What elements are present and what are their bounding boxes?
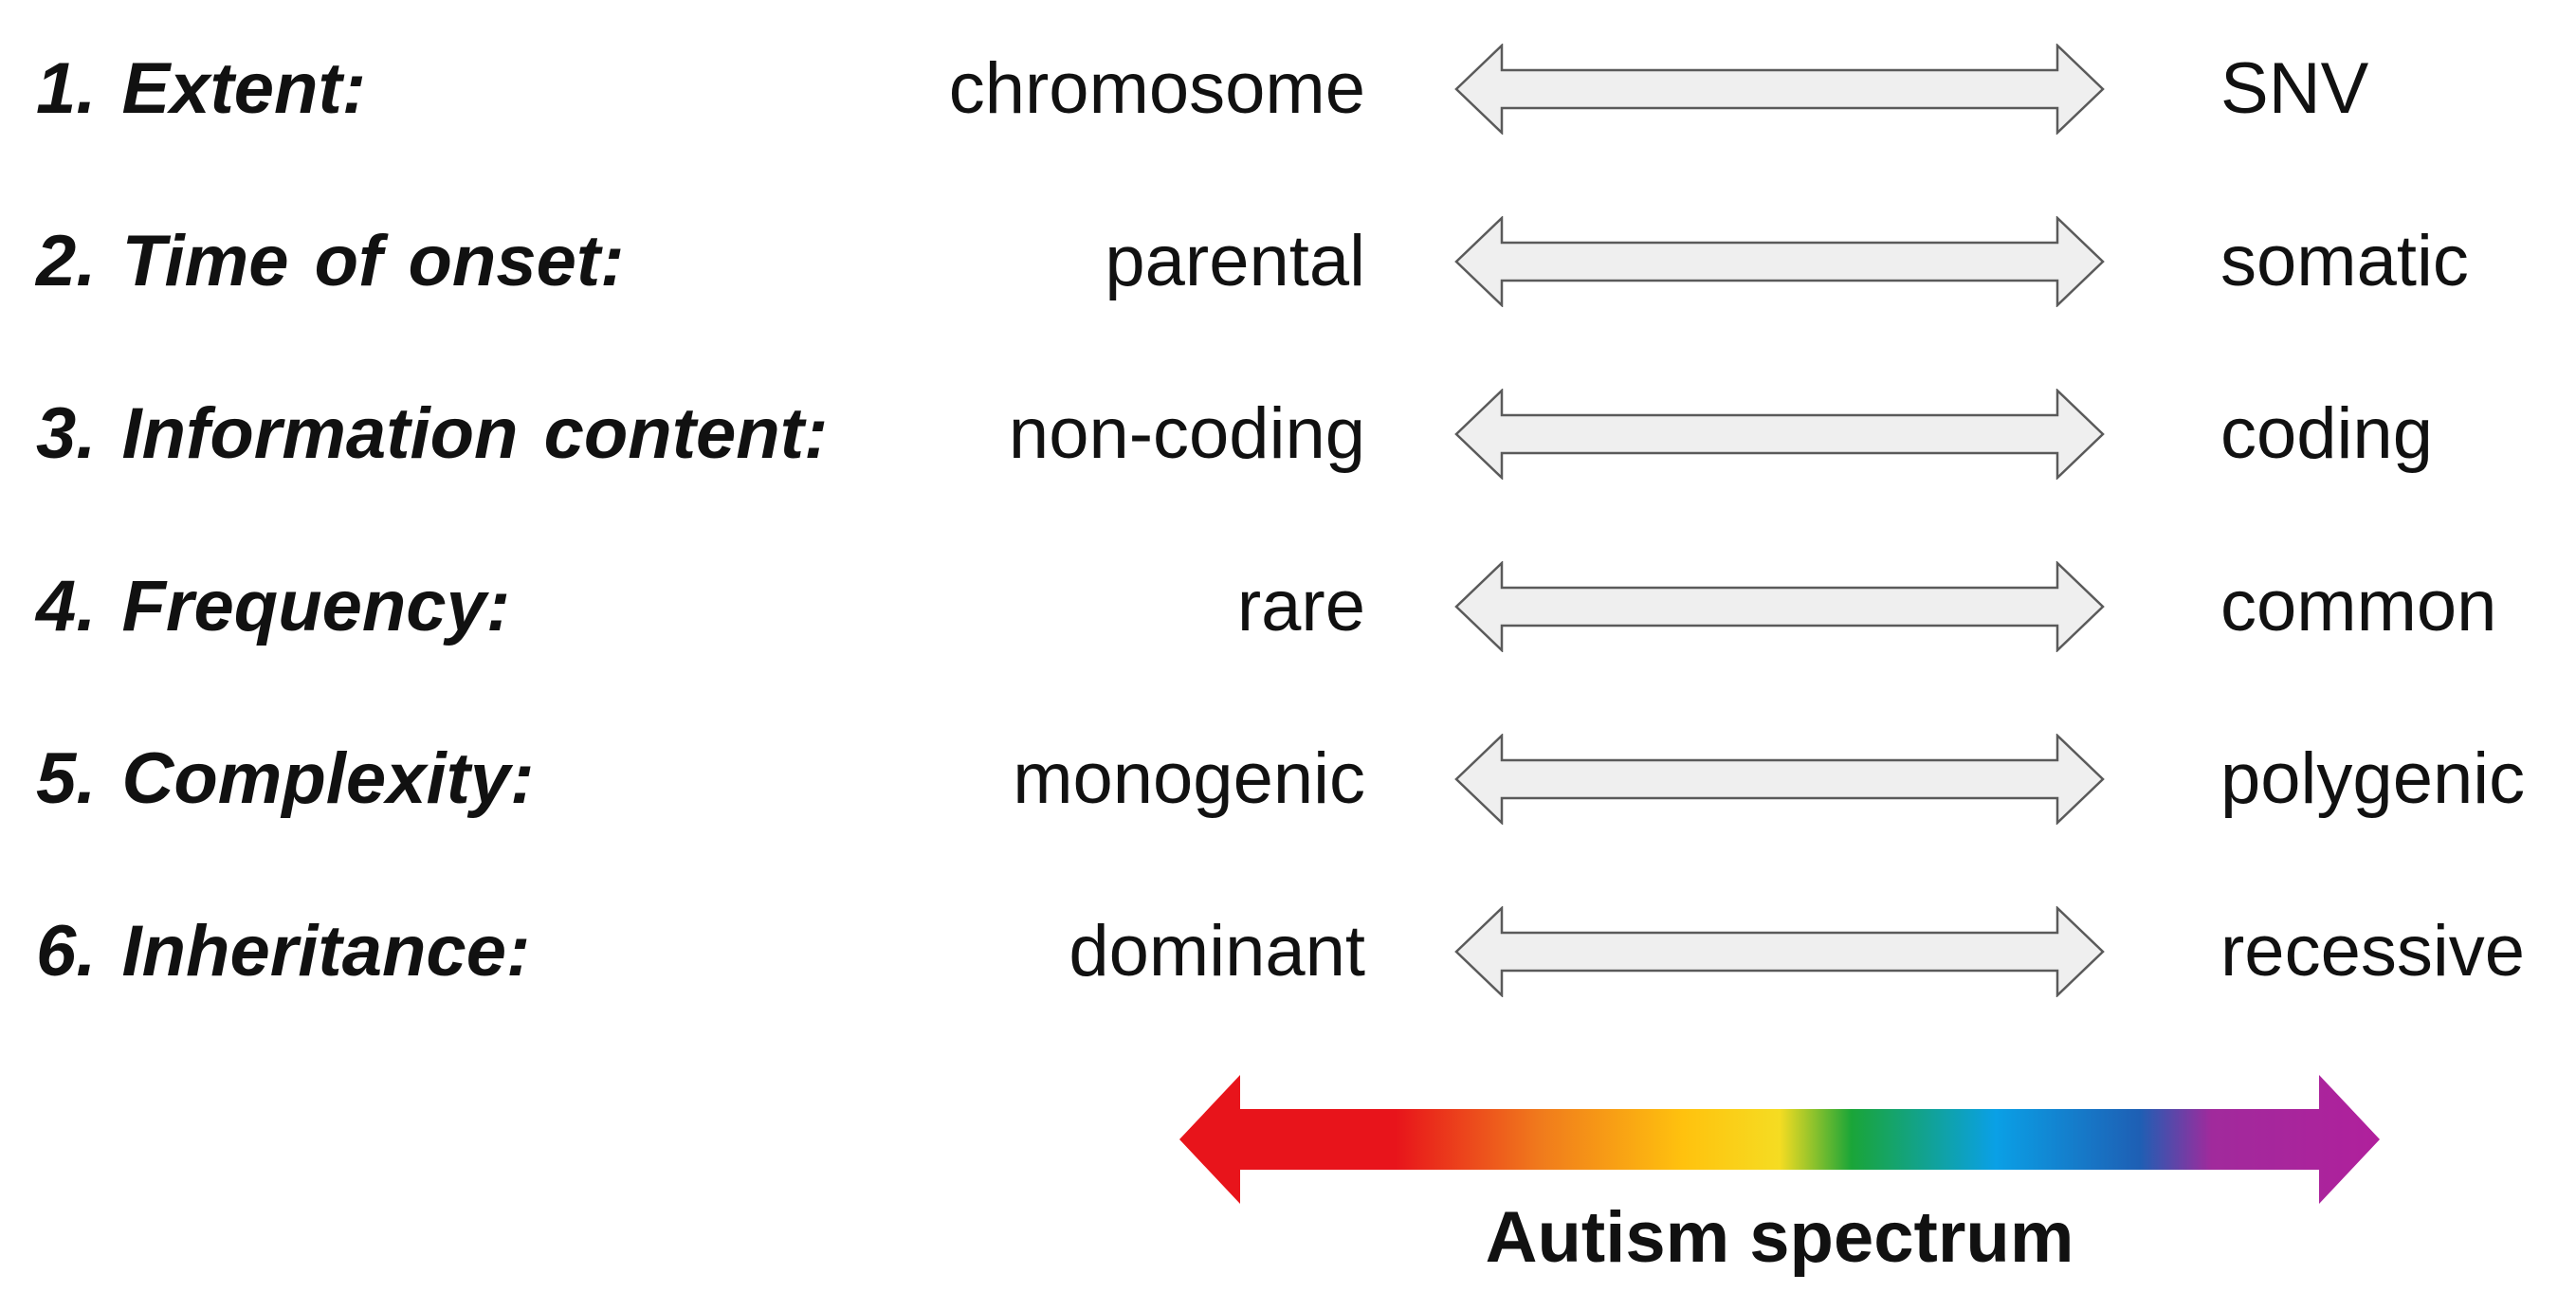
double-arrow-icon [1454, 906, 2105, 997]
double-arrow-icon [1454, 44, 2105, 135]
row-label: 6. Inheritance: [36, 911, 531, 992]
row-label: 4. Frequency: [36, 566, 511, 646]
row-frequency: 4. Frequency: rare common [0, 521, 2576, 692]
row-left-term: monogenic [1013, 738, 1365, 819]
row-right-term: recessive [2220, 911, 2525, 992]
row-right-term: SNV [2220, 48, 2369, 129]
row-left-term: rare [1236, 566, 1365, 646]
row-extent: 1. Extent: chromosome SNV [0, 4, 2576, 174]
row-left-term: non-coding [1008, 393, 1365, 474]
row-label: 1. Extent: [36, 48, 367, 129]
spectrum-arrow-icon [1179, 1075, 2380, 1204]
row-right-term: polygenic [2220, 738, 2526, 819]
row-right-term: common [2220, 566, 2497, 646]
row-label: 2. Time of onset: [36, 221, 625, 301]
row-right-term: coding [2220, 393, 2433, 474]
double-arrow-icon [1454, 389, 2105, 480]
row-left-term: chromosome [948, 48, 1365, 129]
double-arrow-icon [1454, 216, 2105, 307]
row-complexity: 5. Complexity: monogenic polygenic [0, 694, 2576, 864]
double-arrow-icon [1454, 734, 2105, 825]
row-time-of-onset: 2. Time of onset: parental somatic [0, 176, 2576, 347]
row-inheritance: 6. Inheritance: dominant recessive [0, 866, 2576, 1037]
row-label: 5. Complexity: [36, 738, 535, 819]
row-label: 3. Information content: [36, 393, 829, 474]
double-arrow-icon [1454, 561, 2105, 652]
row-left-term: dominant [1069, 911, 1365, 992]
spectrum-label: Autism spectrum [1485, 1197, 2074, 1278]
row-left-term: parental [1105, 221, 1365, 301]
row-information-content: 3. Information content: non-coding codin… [0, 349, 2576, 519]
row-right-term: somatic [2220, 221, 2469, 301]
